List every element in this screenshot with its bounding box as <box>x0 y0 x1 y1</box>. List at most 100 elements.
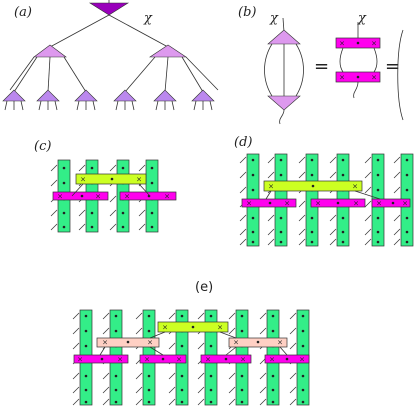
dot-mark <box>251 230 255 234</box>
dot-mark <box>180 344 184 348</box>
isometry-top <box>267 29 301 45</box>
dot-mark <box>240 388 244 392</box>
dot-mark <box>147 388 151 392</box>
dot-mark <box>341 158 345 162</box>
panel-label-a: (a) <box>14 5 32 20</box>
physical-leg <box>20 100 24 111</box>
cross-mark: × <box>57 193 63 201</box>
dot-mark <box>84 374 88 378</box>
dot-mark <box>256 340 260 344</box>
dot-mark <box>271 374 275 378</box>
top-triangle <box>88 2 130 16</box>
cross-mark: × <box>376 200 382 208</box>
dot-mark <box>391 201 395 205</box>
leg-stub <box>239 171 247 179</box>
leg-stub <box>197 398 205 406</box>
bond-line <box>47 56 51 93</box>
leg-stub <box>239 186 247 194</box>
cross-mark: × <box>102 339 108 347</box>
bond-curve <box>373 47 378 73</box>
cross-mark: × <box>339 74 345 82</box>
cross-mark: × <box>77 356 83 364</box>
leg-stub <box>197 386 205 394</box>
dot-mark <box>150 211 154 215</box>
mid-triangle-right <box>149 44 187 58</box>
cross-mark: × <box>402 200 408 208</box>
dot-mark <box>62 211 66 215</box>
dot-mark <box>209 374 213 378</box>
dot-mark <box>285 357 289 361</box>
dot-mark <box>84 388 88 392</box>
dot-mark <box>84 344 88 348</box>
cross-mark: × <box>95 193 101 201</box>
cross-mark: × <box>205 356 211 364</box>
physical-leg <box>38 100 42 111</box>
bond-line <box>164 56 169 93</box>
dot-mark <box>271 329 275 333</box>
dot-mark <box>240 314 244 318</box>
dot-mark <box>271 388 275 392</box>
leg-stub <box>135 386 143 394</box>
dot-mark <box>84 400 88 404</box>
cross-mark: × <box>233 339 239 347</box>
magenta-bar <box>371 198 411 208</box>
equals-sign-2: = <box>385 56 400 77</box>
leg-stub <box>50 164 58 172</box>
leg-stub <box>168 372 176 380</box>
dot-mark <box>114 314 118 318</box>
leg-stub <box>228 372 236 380</box>
dot-mark <box>279 173 283 177</box>
leg-stub <box>393 228 401 236</box>
bond-line <box>354 190 381 200</box>
dot-mark <box>341 230 345 234</box>
leg-stub <box>289 398 297 406</box>
leg-stub <box>197 312 205 320</box>
cross-mark: × <box>284 200 290 208</box>
cross-mark: × <box>268 183 274 191</box>
leg-stub <box>102 372 110 380</box>
dot-mark <box>301 344 305 348</box>
dot-mark <box>121 225 125 229</box>
leg-stub <box>364 214 372 222</box>
dot-mark <box>150 181 154 185</box>
cross-mark: × <box>124 193 130 201</box>
cross-mark: × <box>144 356 150 364</box>
dot-mark <box>405 216 409 220</box>
leg-stub <box>135 312 143 320</box>
leg-stub <box>135 372 143 380</box>
bond-line <box>124 56 156 93</box>
cross-mark: × <box>353 200 359 208</box>
leg-stub <box>78 223 86 231</box>
dot-mark <box>121 166 125 170</box>
bond-line <box>63 56 87 93</box>
bond-line <box>13 56 38 93</box>
leg-stub <box>289 386 297 394</box>
dot-mark <box>251 158 255 162</box>
leg-stub <box>228 327 236 335</box>
leg-stub <box>298 214 306 222</box>
leg-stub <box>239 214 247 222</box>
cross-mark: × <box>164 193 170 201</box>
dot-mark <box>180 400 184 404</box>
bond-curve <box>339 47 344 73</box>
dot-mark <box>147 400 151 404</box>
leg-stub <box>168 398 176 406</box>
dot-mark <box>376 230 380 234</box>
bottom-triangle <box>153 89 177 102</box>
bond-line <box>138 183 151 197</box>
cross-mark: × <box>136 176 142 184</box>
dot-mark <box>341 216 345 220</box>
leg-stub <box>72 372 80 380</box>
dot-mark <box>405 188 409 192</box>
dot-mark <box>147 374 151 378</box>
dot-mark <box>271 400 275 404</box>
bond-curve <box>279 109 285 125</box>
leg-stub <box>72 327 80 335</box>
leg-stub <box>135 398 143 406</box>
dot-mark <box>310 173 314 177</box>
leg-stub <box>78 209 86 217</box>
leg-stub <box>298 171 306 179</box>
isometry-bottom <box>267 95 301 111</box>
chi-label-a: χ <box>143 11 153 26</box>
leg-stub <box>239 238 247 246</box>
